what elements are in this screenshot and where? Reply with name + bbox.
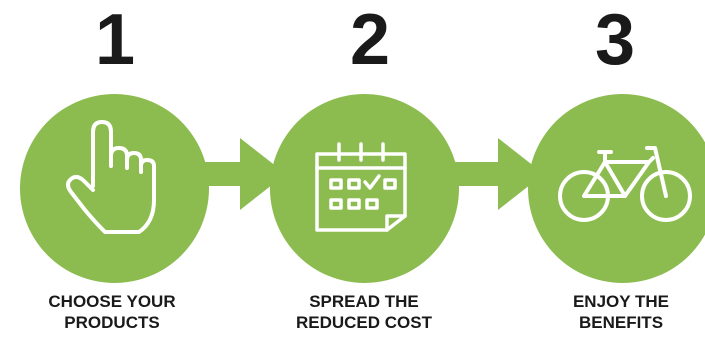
step-1-label-line2: PRODUCTS xyxy=(64,313,160,332)
step-2-label-line1: SPREAD THE xyxy=(309,292,419,311)
hand-pointer-icon xyxy=(66,120,156,234)
calendar-icon xyxy=(315,142,407,232)
step-1-label-line1: CHOOSE YOUR xyxy=(48,292,176,311)
step-2-circle xyxy=(270,94,459,283)
step-3-number: 3 xyxy=(594,0,636,80)
step-2-number: 2 xyxy=(349,0,391,80)
arrow-1-to-2-icon xyxy=(178,138,286,210)
step-3-label-line2: BENEFITS xyxy=(578,313,664,332)
step-2-label: SPREAD THE REDUCED COST xyxy=(254,291,474,333)
step-3-label-line1: ENJOY THE xyxy=(572,292,670,311)
bicycle-icon xyxy=(558,146,692,222)
step-2-label-line2: REDUCED COST xyxy=(295,313,432,332)
step-3-circle xyxy=(528,94,705,283)
step-3-label: ENJOY THE BENEFITS xyxy=(511,291,705,333)
step-1-circle xyxy=(20,94,209,283)
step-1-number: 1 xyxy=(94,0,136,80)
arrow-2-to-3-icon xyxy=(436,138,544,210)
step-1-label: CHOOSE YOUR PRODUCTS xyxy=(2,291,222,333)
